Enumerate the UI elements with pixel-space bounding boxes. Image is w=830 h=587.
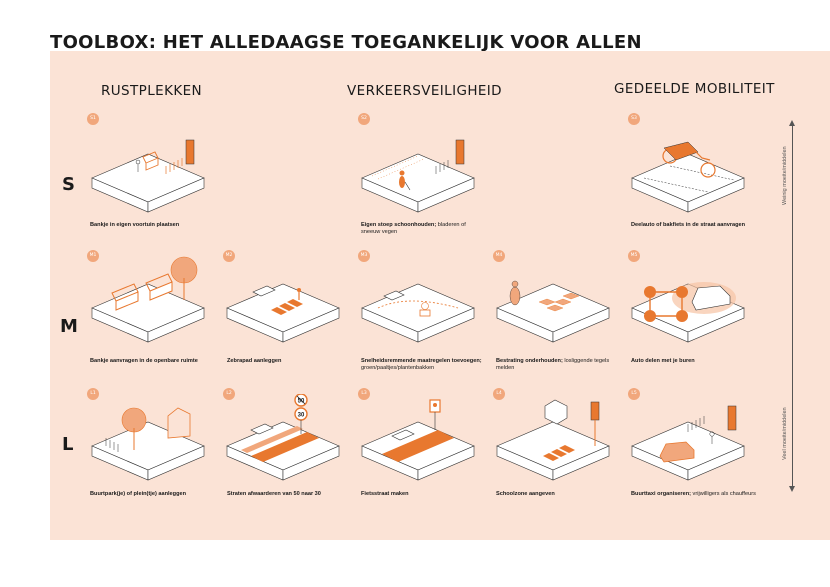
- tile-caption-s2: Eigen stoep schoonhouden; bladeren of sn…: [361, 222, 466, 235]
- tile-caption-m4: Bestrating onderhouden; losliggende tege…: [496, 358, 610, 371]
- tile-badge-m3: M3: [358, 250, 370, 262]
- column-heading-gedeelde-mobiliteit: GEDEELDE MOBILITEIT: [614, 81, 775, 97]
- illustration-speed-reduction: 50 30: [226, 394, 340, 481]
- tile-badge-l2: L2: [223, 388, 235, 400]
- tile-badge-m4: M4: [493, 250, 505, 262]
- illustration-car-sharing: [631, 282, 745, 343]
- illustration-clean-sidewalk: [361, 139, 475, 213]
- row-label-m: M: [60, 316, 78, 337]
- column-heading-rustplekken: RUSTPLEKKEN: [101, 83, 203, 99]
- tile-caption-l5: Buurttaxi organiseren; vrijwilligers als…: [631, 491, 756, 497]
- illustration-school-zone: [496, 399, 610, 481]
- tile-caption-l4: Schoolzone aangeven: [496, 491, 555, 497]
- tile-caption-m2: Zebrapad aanleggen: [227, 358, 282, 364]
- illustration-neighbourhood-park: [91, 407, 205, 481]
- tile-caption-m5: Auto delen met je buren: [631, 358, 695, 364]
- tile-badge-s1: S1: [87, 113, 99, 125]
- illustration-traffic-calming: [361, 283, 475, 343]
- column-heading-verkeersveiligheid: VERKEERSVEILIGHEID: [347, 83, 502, 99]
- tile-badge-m5: M5: [628, 250, 640, 262]
- tile-caption-m3: Snelheidsremmende maatregelen toevoegen;…: [361, 358, 482, 371]
- tile-badge-l1: L1: [87, 388, 99, 400]
- tile-badge-s3: S3: [628, 113, 640, 125]
- illustration-bench-front-garden: [91, 139, 205, 213]
- page-title: TOOLBOX: HET ALLEDAAGSE TOEGANKELIJK VOO…: [50, 32, 642, 53]
- effort-axis-arrow-down: [789, 486, 795, 492]
- tile-caption-m1: Bankje aanvragen in de openbare ruimte: [90, 358, 198, 364]
- tile-caption-l3: Fietsstraat maken: [361, 491, 409, 497]
- no-50-sign-text: 50: [298, 399, 305, 405]
- limit-30-sign-text: 30: [298, 413, 305, 419]
- effort-axis-label-bottom: Veel moeite/middelen: [782, 407, 788, 460]
- tile-caption-s1: Bankje in eigen voortuin plaatsen: [90, 222, 180, 228]
- illustration-bicycle-street: [361, 399, 475, 481]
- effort-axis-arrow-up: [789, 120, 795, 126]
- effort-axis-label-top: Weinig moeite/middelen: [782, 146, 788, 205]
- illustration-public-benches: [91, 256, 205, 343]
- illustration-zebra-crossing: [226, 283, 340, 343]
- tile-badge-s2: S2: [358, 113, 370, 125]
- row-label-s: S: [62, 174, 75, 195]
- tile-badge-l3: L3: [358, 388, 370, 400]
- tile-badge-m1: M1: [87, 250, 99, 262]
- tile-caption-l2: Straten afwaarderen van 50 naar 30: [227, 491, 321, 497]
- illustration-paving-maintenance: [496, 280, 610, 343]
- illustration-neighbourhood-taxi: [631, 405, 745, 481]
- tile-badge-m2: M2: [223, 250, 235, 262]
- tile-caption-s3: Deelauto of bakfiets in de straat aanvra…: [631, 222, 746, 228]
- tile-caption-l1: Buurtpark(je) of plein(tje) aanleggen: [90, 491, 187, 497]
- tile-badge-l5: L5: [628, 388, 640, 400]
- row-label-l: L: [62, 434, 74, 455]
- tile-badge-l4: L4: [493, 388, 505, 400]
- illustration-cargo-bike: [631, 141, 745, 213]
- effort-axis-line: [792, 124, 793, 490]
